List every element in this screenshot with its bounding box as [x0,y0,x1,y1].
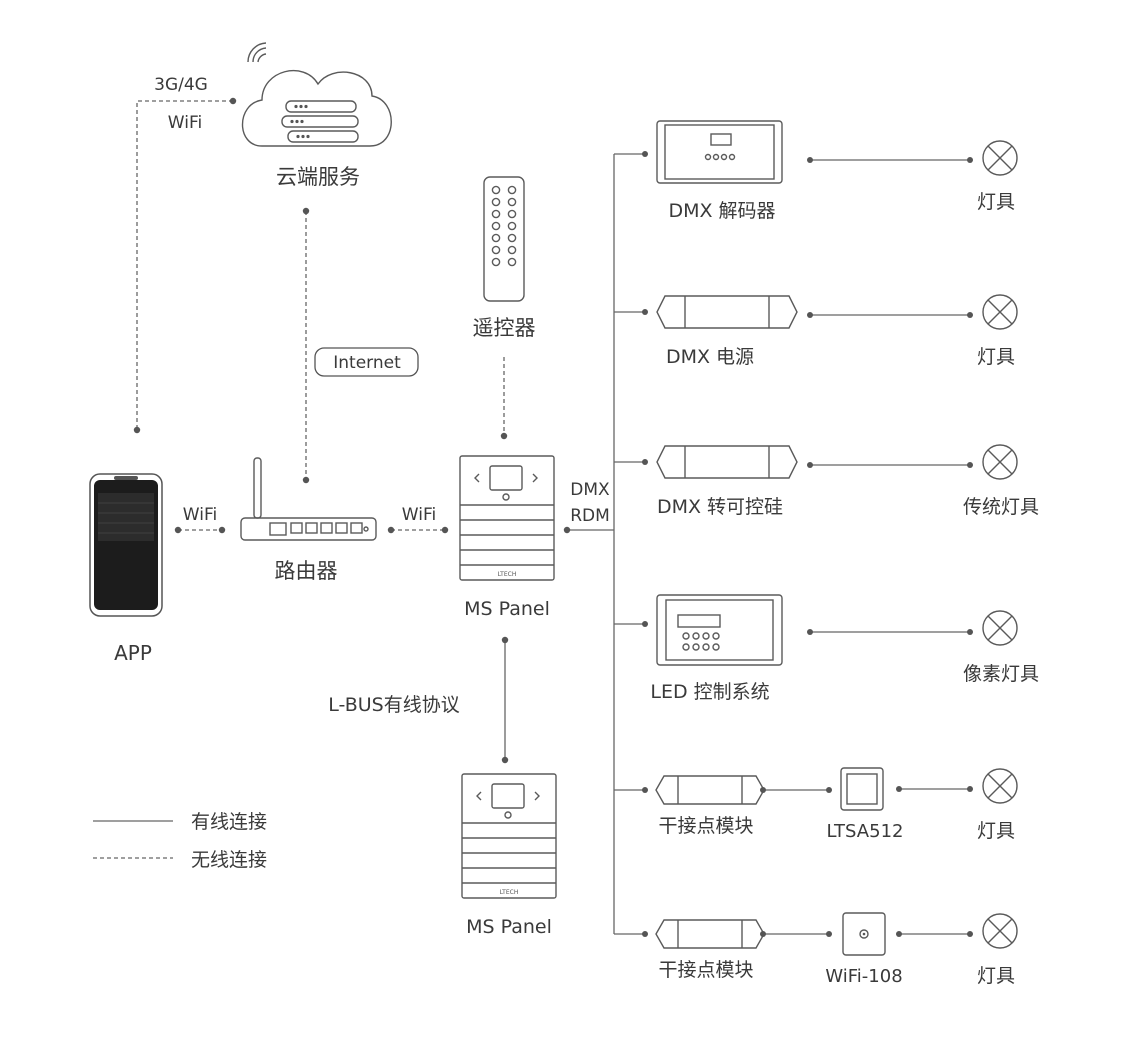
remote-button [491,245,501,255]
wifi-signal-icon [247,42,267,63]
ms-panel-main-label: MS Panel [464,598,550,620]
remote-button [507,185,517,195]
remote-button [491,257,501,267]
remote-button [507,221,517,231]
lamp-icon [982,294,1018,330]
lamp-icon [982,140,1018,176]
legend-wired-label: 有线连接 [191,811,267,833]
remote-label: 遥控器 [473,316,536,340]
internet-tag [314,347,419,377]
output-4-device-label: LED 控制系统 [650,681,769,703]
lbus-label: L-BUS有线协议 [328,694,459,716]
server-stack-icon [281,100,359,143]
panel-brand: LTECH [498,571,517,578]
remote-button [507,197,517,207]
panel-second-brand: LTECH [500,889,519,896]
remote-button [507,233,517,243]
output-5-load-label: 灯具 [977,820,1015,842]
dry-contact-module-icon [655,775,765,805]
branch-row-5: 干接点模块 LTSA512 灯具 [614,767,1018,842]
dmx-decoder-icon [656,120,783,184]
output-5-module-label: LTSA512 [827,821,904,842]
remote-button [491,233,501,243]
router-panel-wifi-label: WiFi [402,505,436,525]
dmx-triac-icon [656,445,798,479]
legend: 有线连接 无线连接 [93,811,267,871]
ms-panel-second-label: MS Panel [466,916,552,938]
ms-panel-main: LTECH [459,455,555,581]
output-6-module-label: WiFi-108 [825,966,902,987]
remote-control-icon [483,176,525,302]
remote-button [507,209,517,219]
remote-button [491,197,501,207]
branch-row-4: LED 控制系统 像素灯具 [614,594,1039,703]
dmx-power-supply-icon [656,295,798,329]
link-3g4g-label: 3G/4G [154,75,208,95]
output-3-device-label: DMX 转可控硅 [657,496,783,518]
output-5-device-label: 干接点模块 [658,815,753,837]
internet-label: Internet [333,353,401,373]
branch-row-1: DMX 解码器 灯具 [614,120,1018,222]
cloud-app-link [136,100,233,430]
output-2-load-label: 灯具 [977,346,1015,368]
cloud-icon [241,69,392,147]
link-cloud-wifi-label: WiFi [168,113,202,133]
branch-row-6: 干接点模块 WiFi-108 灯具 [614,912,1018,987]
bus-dmx-label: DMX [570,480,610,500]
remote-button [491,221,501,231]
branch-row-2: DMX 电源 灯具 [614,294,1018,368]
remote-button [507,257,517,267]
router-label: 路由器 [275,559,338,583]
remote-button [507,245,517,255]
output-1-load-label: 灯具 [977,191,1015,213]
dry-contact-module-icon [655,919,765,949]
remote-button [491,209,501,219]
ms-panel-second: LTECH [461,773,557,899]
lamp-icon [982,768,1018,804]
branch-row-3: DMX 转可控硅 传统灯具 [614,444,1039,518]
output-3-load-label: 传统灯具 [963,496,1039,518]
led-controller-icon [656,594,783,666]
output-6-device-label: 干接点模块 [658,959,753,981]
output-6-load-label: 灯具 [977,965,1015,987]
output-2-device-label: DMX 电源 [666,346,754,368]
lamp-icon [982,913,1018,949]
router-icon [240,457,377,541]
bus-rdm-label: RDM [570,506,610,526]
app-router-wifi-label: WiFi [183,505,217,525]
phone-app [89,473,163,617]
cloud-label: 云端服务 [276,165,360,189]
ltsa512-icon [840,767,884,811]
output-4-load-label: 像素灯具 [963,663,1039,685]
legend-wireless-label: 无线连接 [191,849,267,871]
cloud-service: 云端服务 [241,42,392,189]
lamp-icon [982,444,1018,480]
remote-button [491,185,501,195]
app-label: APP [114,641,152,665]
wifi-108-icon [842,912,886,956]
lamp-icon [982,610,1018,646]
output-1-device-label: DMX 解码器 [668,200,775,222]
